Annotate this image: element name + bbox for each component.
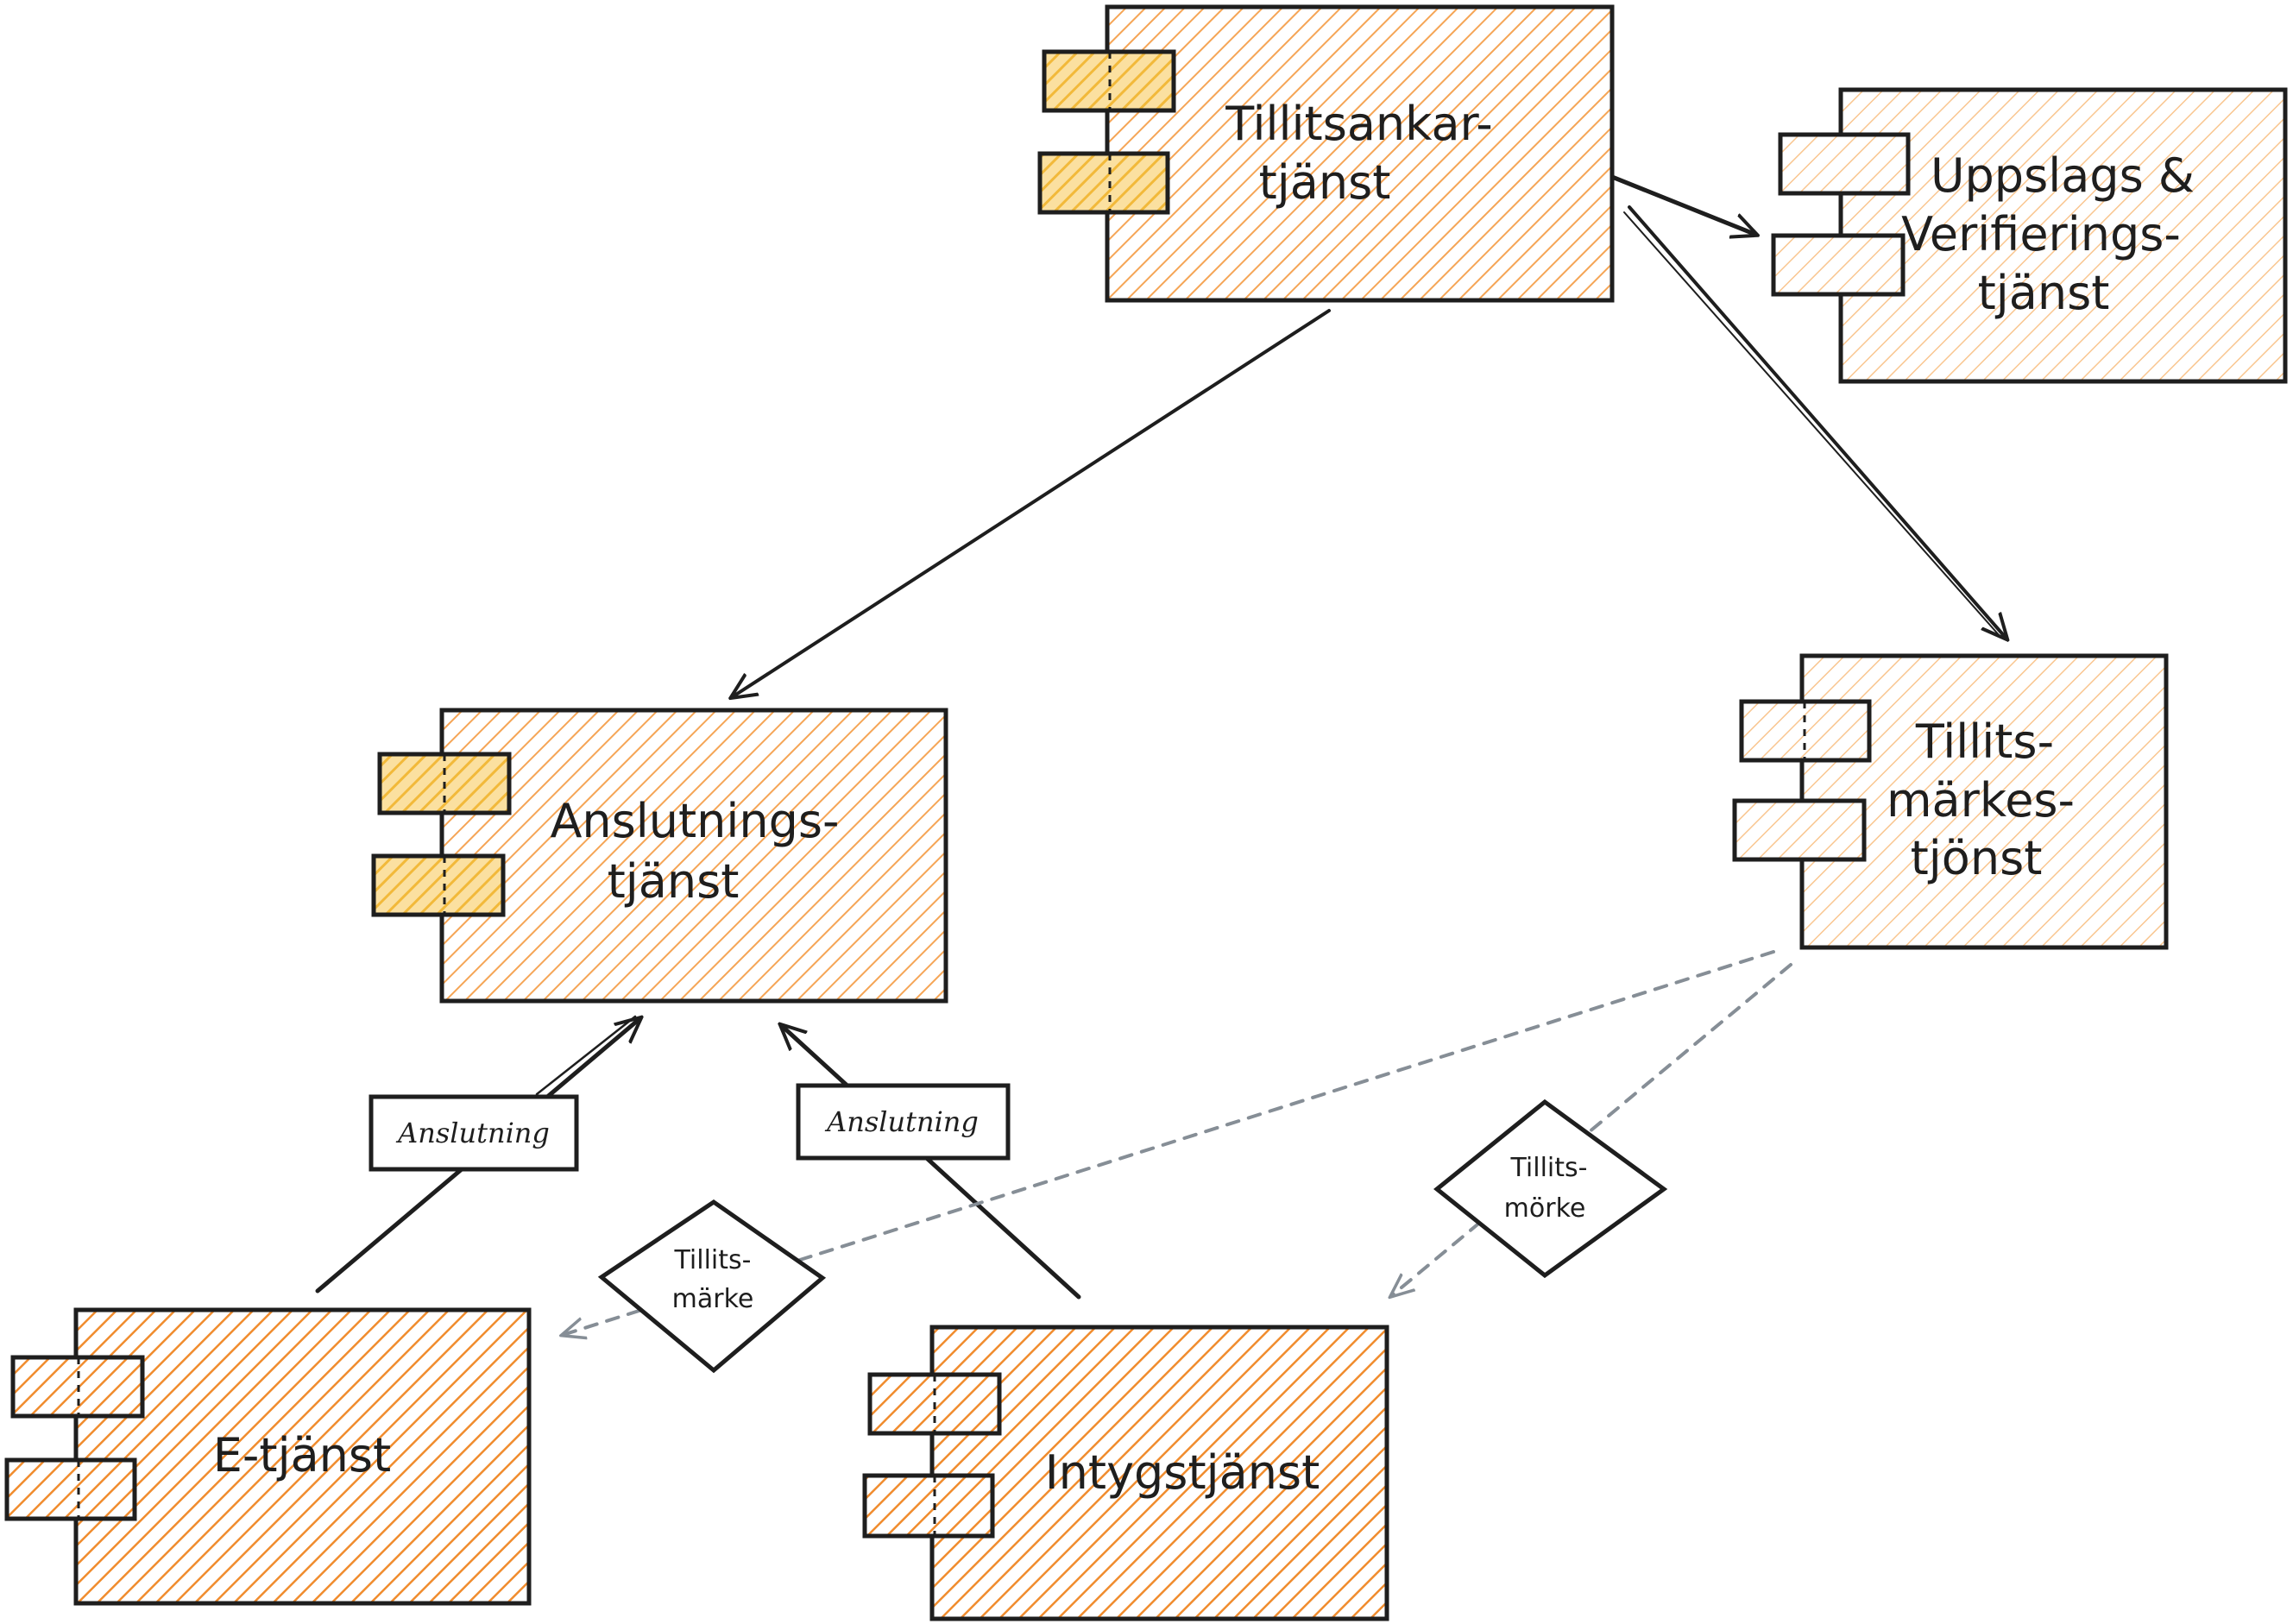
component-body xyxy=(73,1307,532,1606)
diamond-tillitsmarke-right[interactable]: Tillits- mörke xyxy=(1433,1098,1668,1279)
arrow-tillitsankar-to-tillitsmarkes-sketch xyxy=(1623,211,2001,638)
component-body xyxy=(1838,87,2288,384)
component-label-line1: Tillits- xyxy=(1915,714,2054,769)
diamond-label-line2: märke xyxy=(672,1284,754,1314)
component-port-top xyxy=(1778,132,1911,196)
component-anslutningstjanst[interactable]: Anslutnings- tjänst xyxy=(371,708,948,1004)
edge-label-box xyxy=(796,1083,1011,1161)
arrow-etjanst-to-anslutnings-sketch xyxy=(535,1015,637,1096)
edge-label-anslutning-left[interactable]: Anslutning xyxy=(369,1094,579,1172)
edge-label-anslutning-right[interactable]: Anslutning xyxy=(796,1083,1011,1161)
component-etjanst[interactable]: E-tjänst xyxy=(4,1307,532,1606)
component-label-line1: Intygstjänst xyxy=(1045,1445,1320,1500)
component-label-line2: Verifierings- xyxy=(1901,207,2181,261)
component-label-line3: tjönst xyxy=(1911,831,2043,885)
arrow-tillitsankar-to-tillitsmarkes xyxy=(1628,205,2006,639)
edge-label-text: Anslutning xyxy=(395,1117,550,1149)
diamond-label-line1: Tillits- xyxy=(1510,1153,1588,1183)
component-body xyxy=(1105,4,1615,303)
component-port-bottom xyxy=(1771,233,1906,297)
arrow-tillitsankar-to-uppslags xyxy=(1610,174,1756,235)
component-label-line1: Uppslags & xyxy=(1931,148,2195,203)
diamond-shape xyxy=(1433,1098,1668,1279)
component-intygstjanst[interactable]: Intygstjänst xyxy=(862,1325,1389,1621)
edge-label-box xyxy=(369,1094,579,1172)
component-body xyxy=(439,708,948,1004)
arrow-tillitsankar-to-anslutnings xyxy=(732,309,1331,697)
component-body xyxy=(929,1325,1389,1621)
component-label-line2: tjänst xyxy=(1259,155,1391,210)
component-label-line1: Anslutnings- xyxy=(550,794,839,848)
component-port-bottom xyxy=(371,853,506,917)
component-label-line2: märkes- xyxy=(1887,773,2075,828)
component-port-bottom xyxy=(4,1457,137,1521)
component-label-line1: E-tjänst xyxy=(213,1428,391,1482)
arrow-intyg-to-anslutnings xyxy=(781,1025,1081,1300)
component-tillitsankartjanst[interactable]: Tillitsankar- tjänst xyxy=(1037,4,1615,303)
component-uppslags-verifieringstjanst[interactable]: Uppslags & Verifierings- tjänst xyxy=(1771,87,2288,384)
dashed-arrow-tillitsmarkes-to-intyg xyxy=(1391,963,1792,1296)
component-label-line2: tjänst xyxy=(608,854,740,909)
diamond-label-line2: mörke xyxy=(1504,1193,1586,1224)
component-label-line3: tjänst xyxy=(1978,266,2110,320)
diamond-label-line1: Tillits- xyxy=(674,1245,752,1275)
component-port-bottom xyxy=(1732,798,1867,862)
component-label-line1: Tillitsankar- xyxy=(1225,97,1493,151)
diamond-shape xyxy=(597,1199,827,1374)
edge-label-text: Anslutning xyxy=(824,1105,979,1138)
component-tillitsmarkestjanst[interactable]: Tillits- märkes- tjönst xyxy=(1732,653,2169,950)
component-port-bottom xyxy=(862,1473,995,1539)
diamond-tillitsmarke-left[interactable]: Tillits- märke xyxy=(597,1199,827,1374)
component-port-bottom xyxy=(1037,151,1170,215)
